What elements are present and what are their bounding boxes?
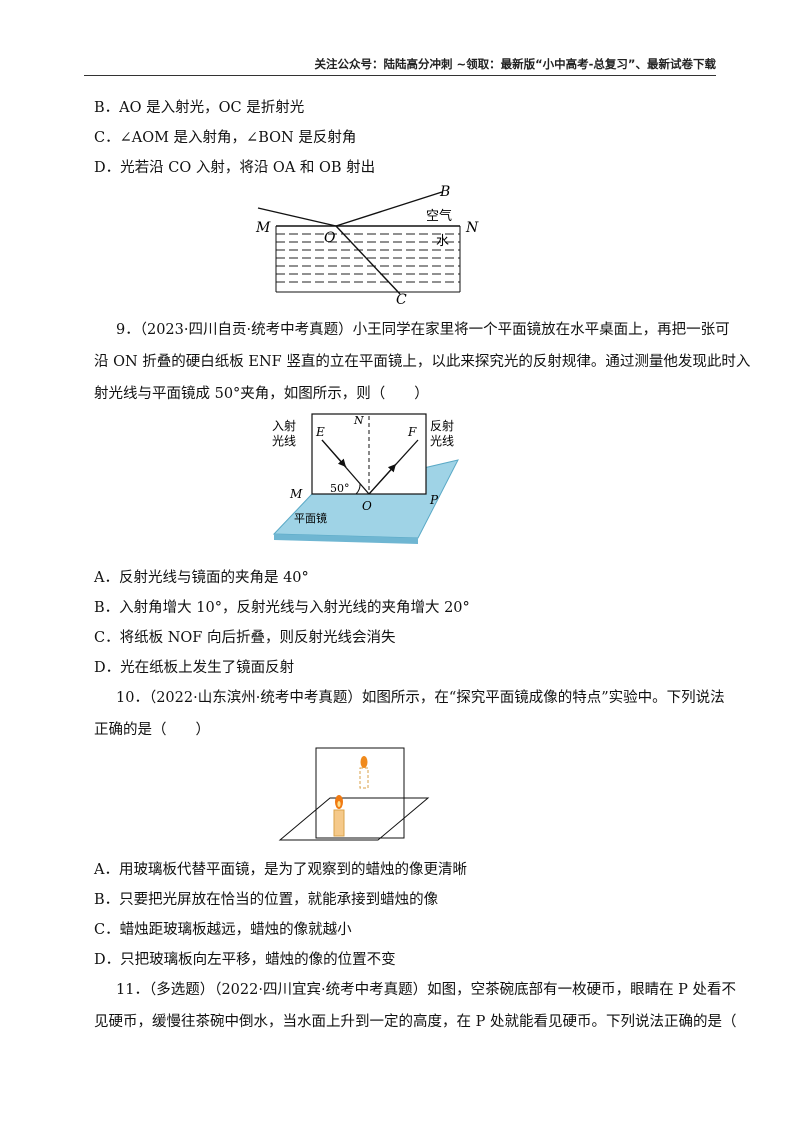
header-rule [84,75,716,76]
candle [333,809,345,837]
label-e: E [315,425,325,439]
label-air: 空气 [426,208,452,224]
q9-stem-line1: 9．（2023·四川自贡·统考中考真题）小王同学在家里将一个平面镜放在水平桌面上… [116,322,730,338]
label-p: P [429,493,439,507]
q9-option-d: D．光在纸板上发生了镜面反射 [94,660,295,676]
angle-arc [355,483,361,495]
q10-option-b: B．只要把光屏放在恰当的位置，就能承接到蜡烛的像 [94,892,439,908]
q8-refraction-figure: A B M N O C 空气 水 [250,184,479,306]
q10-option-c: C．蜡烛距玻璃板越远，蜡烛的像就越小 [94,922,352,938]
q9-option-c: C．将纸板 NOF 向后折叠，则反射光线会消失 [94,630,396,646]
label-f: F [407,425,417,439]
q8-option-d: D．光若沿 CO 入射，将沿 OA 和 OB 射出 [94,160,376,176]
q9-stem-line3: 射光线与平面镜成 50°夹角，如图所示，则（ ） [94,386,429,402]
ray-ao [257,207,337,227]
label-angle: 50° [330,482,350,495]
q9-option-b: B．入射角增大 10°，反射光线与入射光线的夹角增大 20° [94,600,470,616]
q10-option-a: A．用玻璃板代替平面镜，是为了观察到的蜡烛的像更清晰 [94,862,467,878]
label-n: N [353,414,364,427]
q9-reflection-figure: 入射 光线 反射 光线 E N F M O P 50° 平面镜 [272,413,459,544]
incident-arrow [321,439,347,468]
q10-option-d: D．只把玻璃板向左平移，蜡烛的像的位置不变 [94,952,396,968]
label-reflect-1: 反射 [430,418,454,433]
label-c: C [396,292,407,306]
page-header: 关注公众号：陆陆高分冲刺 ~领取：最新版“小中高考-总复习”、最新试卷下载 [314,57,716,71]
label-mirror: 平面镜 [294,511,327,525]
q9-option-a: A．反射光线与镜面的夹角是 40° [94,570,309,586]
label-incident-2: 光线 [272,434,296,448]
reflected-arrow [368,463,397,495]
mirror-edge [274,534,418,544]
ray-ob [335,191,443,227]
q10-candle-figure [278,747,430,841]
q9-stem-line2: 沿 ON 折叠的硬白纸板 ENF 竖直的立在平面镜上，以此来探究光的反射规律。通… [94,354,751,370]
label-o: O [362,499,372,513]
water-hatch [276,233,460,283]
label-m: M [255,220,271,236]
q10-stem-line2: 正确的是（ ） [94,722,210,738]
glass-plate [315,747,405,839]
label-o: O [324,230,336,246]
candle-image-flame-icon [360,756,368,768]
label-n: N [465,220,479,236]
q8-option-c: C．∠AOM 是入射角，∠BON 是反射角 [94,130,357,146]
q11-stem-line1: 11．（多选题）（2022·四川宜宾·统考中考真题）如图，空茶碗底部有一枚硬币，… [116,982,737,998]
label-water: 水 [436,234,449,249]
q11-stem-line2: 见硬币，缓慢往茶碗中倒水，当水面上升到一定的高度，在 P 处就能看见硬币。下列说… [94,1014,737,1030]
table-plane [278,797,430,841]
q8-option-b: B．AO 是入射光，OC 是折射光 [94,100,305,116]
label-m: M [289,487,303,501]
label-b: B [439,184,450,200]
q10-stem-line1: 10．（2022·山东滨州·统考中考真题）如图所示，在“探究平面镜成像的特点”实… [116,690,725,706]
ray-oc [335,225,401,295]
label-reflect-2: 光线 [430,434,454,448]
label-incident-1: 入射 [272,418,296,433]
candle-image [359,767,369,789]
